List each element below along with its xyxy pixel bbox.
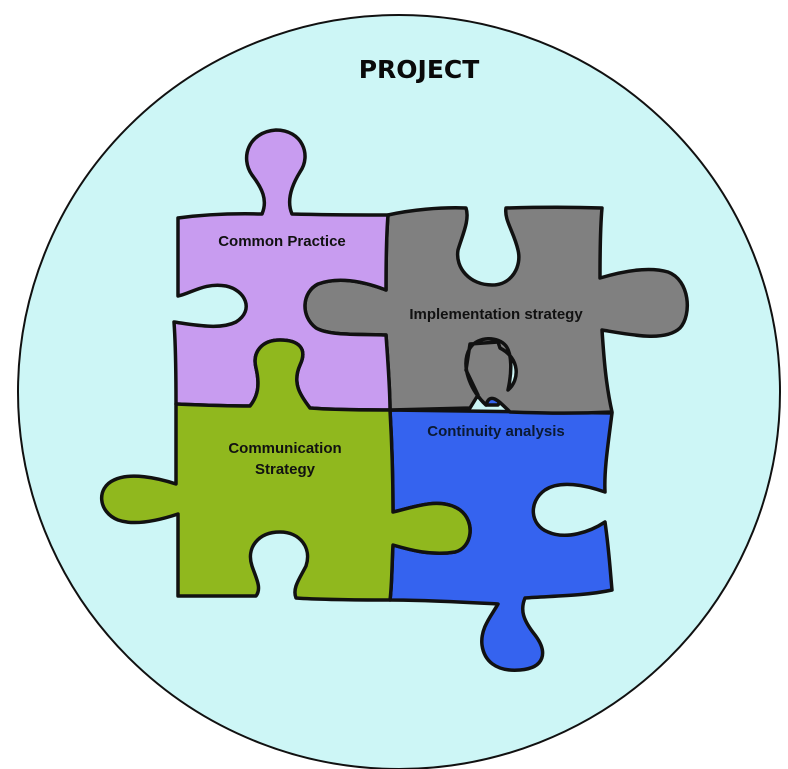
puzzle-piece-common-practice <box>172 128 392 412</box>
label-communication-strategy-line1: Communication <box>228 440 341 457</box>
project-title: PROJECT <box>359 55 480 84</box>
label-communication-strategy-line2: Strategy <box>255 461 316 478</box>
label-continuity-analysis: Continuity analysis <box>427 423 565 440</box>
label-common-practice: Common Practice <box>218 233 346 250</box>
puzzle-piece-communication-strategy <box>99 338 472 602</box>
label-implementation-strategy: Implementation strategy <box>409 306 583 323</box>
